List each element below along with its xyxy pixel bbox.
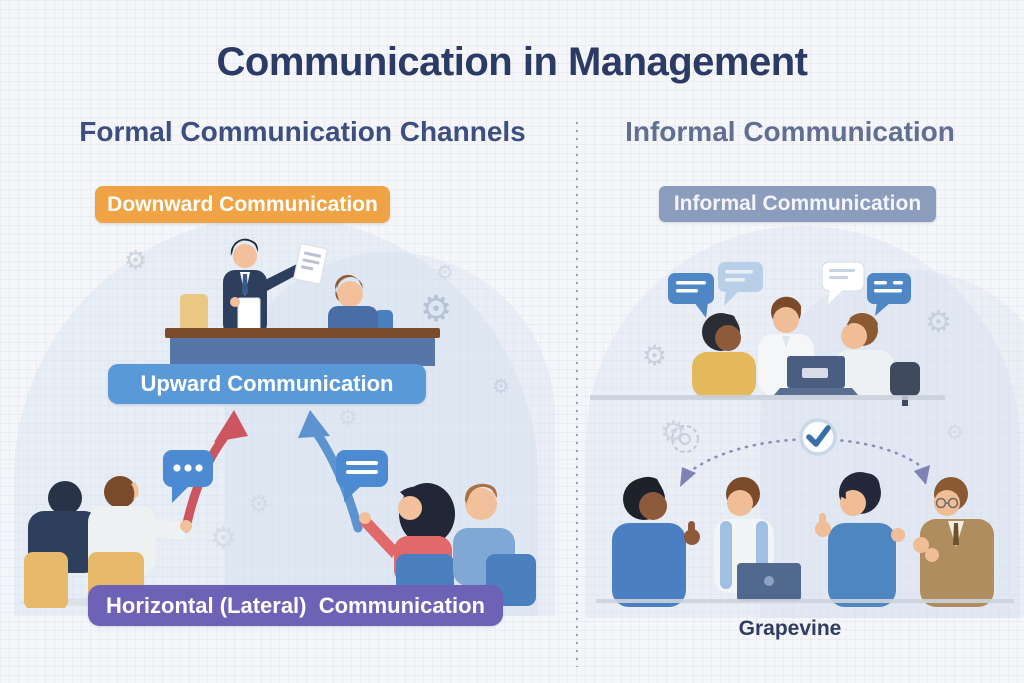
colleague-yellow-shirt: [692, 313, 756, 398]
glasses-icon: [935, 497, 959, 509]
lines-speech-bubble-icon: [668, 273, 714, 318]
check-circle-icon: [799, 418, 837, 456]
lines-speech-bubble-icon: [867, 273, 911, 316]
table-edge: [590, 395, 945, 400]
desk: [165, 328, 440, 366]
formal-section-header: Formal Communication Channels: [79, 116, 526, 147]
grapevine-person-tan-jacket: [913, 477, 994, 607]
grapevine-person-blue-shirt: [612, 476, 700, 607]
informal-section-header: Informal Communication: [625, 116, 955, 147]
laptop-icon: [774, 356, 858, 395]
upward-communication-banner: Upward Communication: [108, 364, 426, 404]
horizontal-communication-banner: Horizontal (Lateral) Communication: [88, 585, 503, 626]
dotted-grapevine-arrow: [680, 437, 930, 487]
downward-communication-banner: Downward Communication: [95, 186, 390, 223]
upward-scene-illustration: [20, 410, 536, 608]
grapevine-scene-illustration: [596, 418, 1014, 607]
seated-employee-blue-shirt: [453, 483, 536, 606]
laptop-icon: [737, 563, 801, 601]
manager-figure: [223, 238, 328, 336]
manager-chair: [180, 294, 208, 338]
grapevine-caption: Grapevine: [738, 617, 842, 640]
page-title: Communication in Management: [216, 40, 809, 84]
office-chair: [890, 362, 920, 406]
lines-speech-bubble-icon: [718, 262, 763, 306]
lines-speech-bubble-icon: [336, 450, 388, 502]
seated-employee-navy-suit: [24, 481, 100, 608]
gear-icon: ⚙: [492, 374, 510, 398]
colleague-right-white-shirt: [834, 312, 894, 398]
grapevine-person-woman: [815, 472, 905, 607]
dots-speech-bubble-icon: [163, 450, 213, 503]
table-edge: [596, 599, 1014, 603]
downward-scene-illustration: [165, 238, 440, 366]
lines-speech-bubble-icon: [821, 261, 865, 304]
gear-outline-icon: [671, 425, 699, 453]
document-icon: [293, 243, 328, 285]
informal-chat-scene-illustration: [590, 261, 945, 406]
vertical-dotted-divider: [576, 122, 578, 667]
informal-communication-banner: Informal Communication: [659, 186, 936, 222]
